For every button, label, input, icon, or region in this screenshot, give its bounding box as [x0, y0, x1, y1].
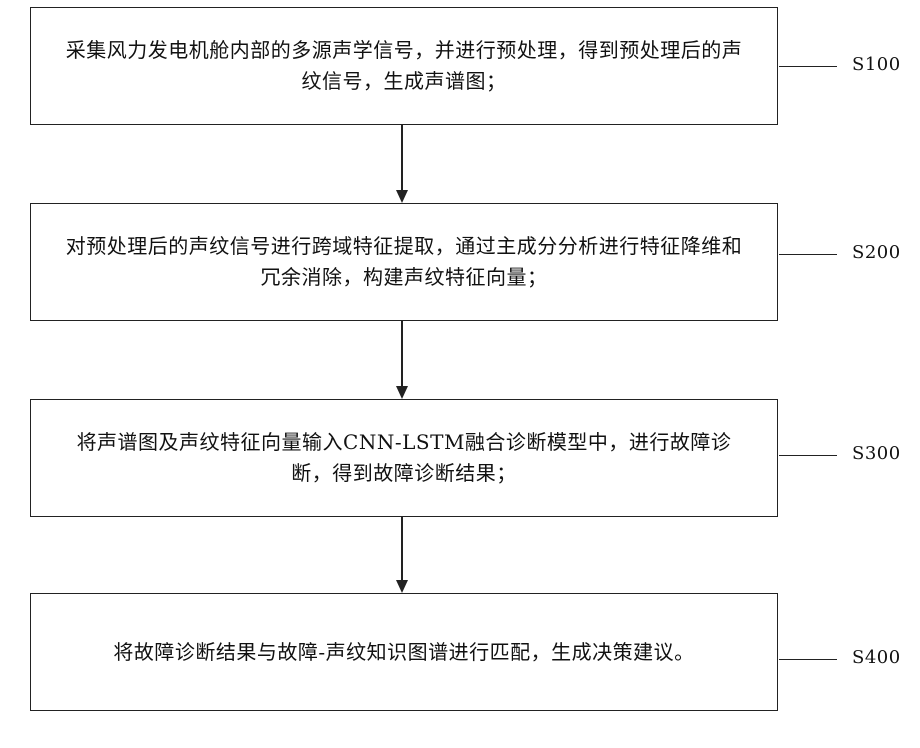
leader-line-s200 — [779, 254, 837, 255]
step-text-s200: 对预处理后的声纹信号进行跨域特征提取，通过主成分分析进行特征降维和冗余消除，构建… — [61, 231, 747, 293]
step-label-s200: S200 — [852, 243, 901, 263]
arrow-s100-to-s200 — [396, 125, 408, 203]
arrow-shaft — [401, 321, 403, 386]
leader-line-s300 — [779, 455, 837, 456]
step-text-s100: 采集风力发电机舱内部的多源声学信号，并进行预处理，得到预处理后的声纹信号，生成声… — [61, 35, 747, 97]
arrow-head-icon — [396, 580, 408, 593]
arrow-head-icon — [396, 386, 408, 399]
step-label-s300: S300 — [852, 444, 901, 464]
step-label-s400: S400 — [852, 648, 901, 668]
step-box-s100: 采集风力发电机舱内部的多源声学信号，并进行预处理，得到预处理后的声纹信号，生成声… — [30, 7, 778, 125]
leader-line-s100 — [779, 66, 837, 67]
arrow-shaft — [401, 125, 403, 190]
step-box-s200: 对预处理后的声纹信号进行跨域特征提取，通过主成分分析进行特征降维和冗余消除，构建… — [30, 203, 778, 321]
arrow-s300-to-s400 — [396, 517, 408, 593]
arrow-head-icon — [396, 190, 408, 203]
step-label-s100: S100 — [852, 55, 901, 75]
leader-line-s400 — [779, 659, 837, 660]
step-text-s300: 将声谱图及声纹特征向量输入CNN-LSTM融合诊断模型中，进行故障诊断，得到故障… — [61, 427, 747, 489]
step-text-s400: 将故障诊断结果与故障-声纹知识图谱进行匹配，生成决策建议。 — [113, 637, 694, 668]
step-box-s400: 将故障诊断结果与故障-声纹知识图谱进行匹配，生成决策建议。 — [30, 593, 778, 711]
step-box-s300: 将声谱图及声纹特征向量输入CNN-LSTM融合诊断模型中，进行故障诊断，得到故障… — [30, 399, 778, 517]
arrow-shaft — [401, 517, 403, 580]
arrow-s200-to-s300 — [396, 321, 408, 399]
